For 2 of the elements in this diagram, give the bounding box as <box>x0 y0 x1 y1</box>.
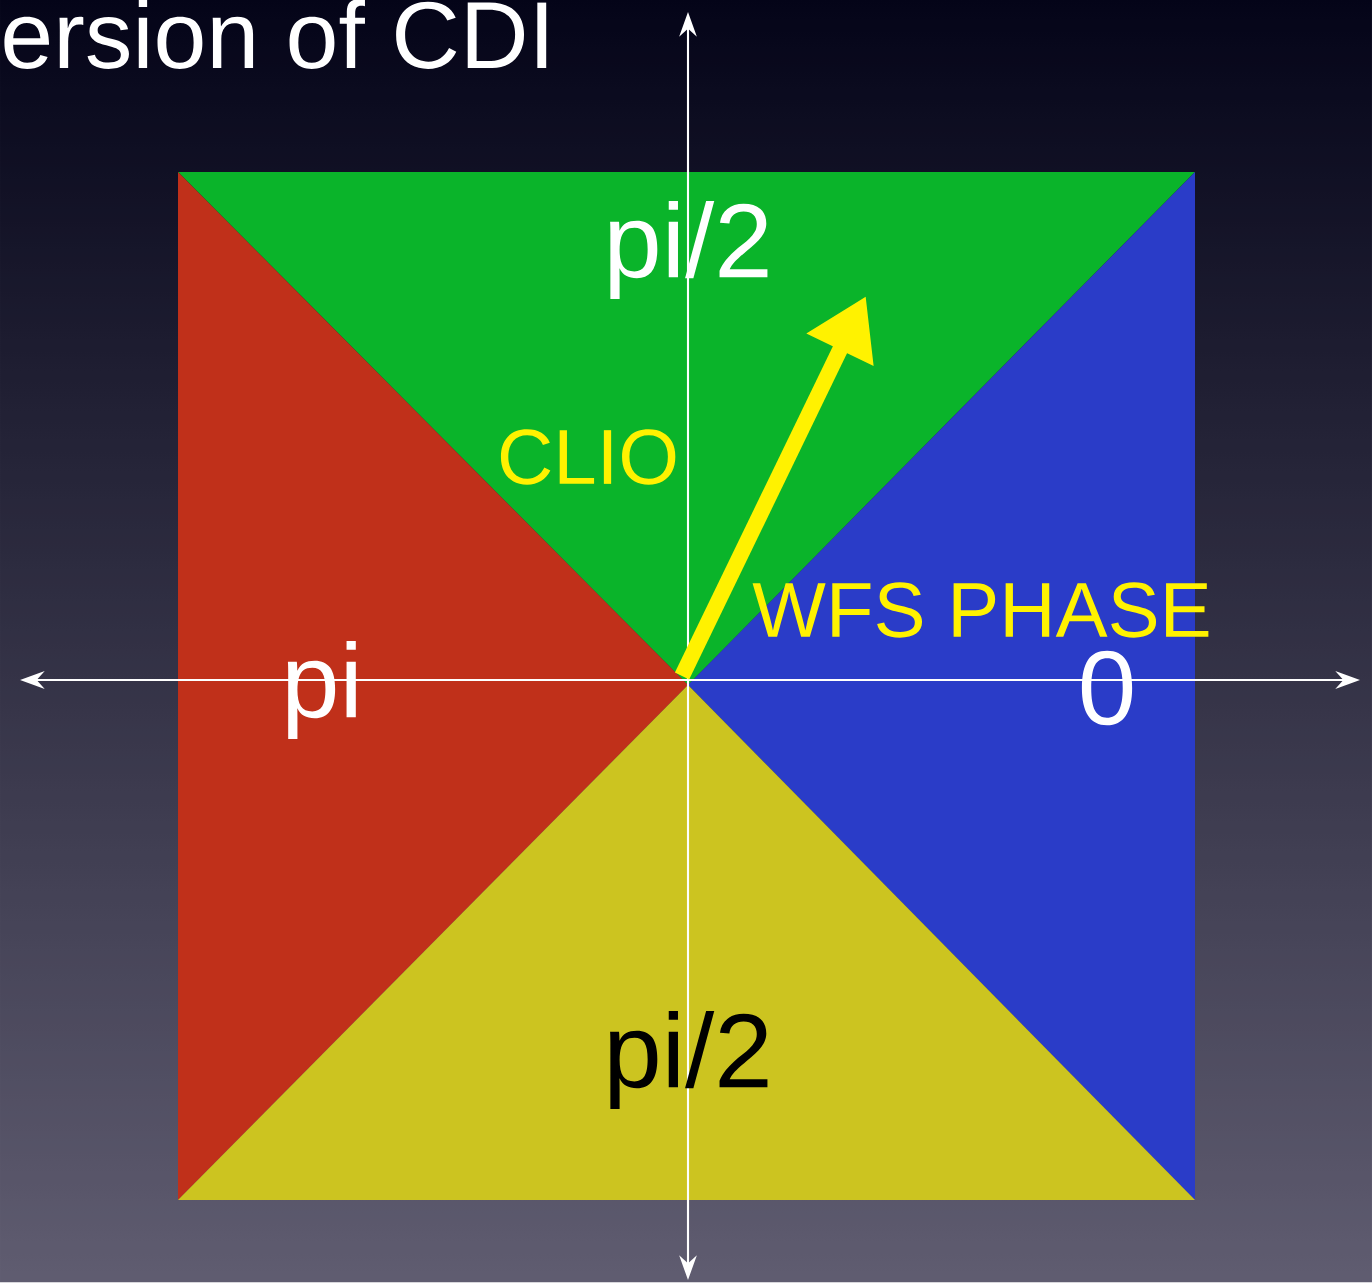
slide-title: ersion of CDI <box>4 0 547 69</box>
text-label: CLIO <box>500 429 676 485</box>
